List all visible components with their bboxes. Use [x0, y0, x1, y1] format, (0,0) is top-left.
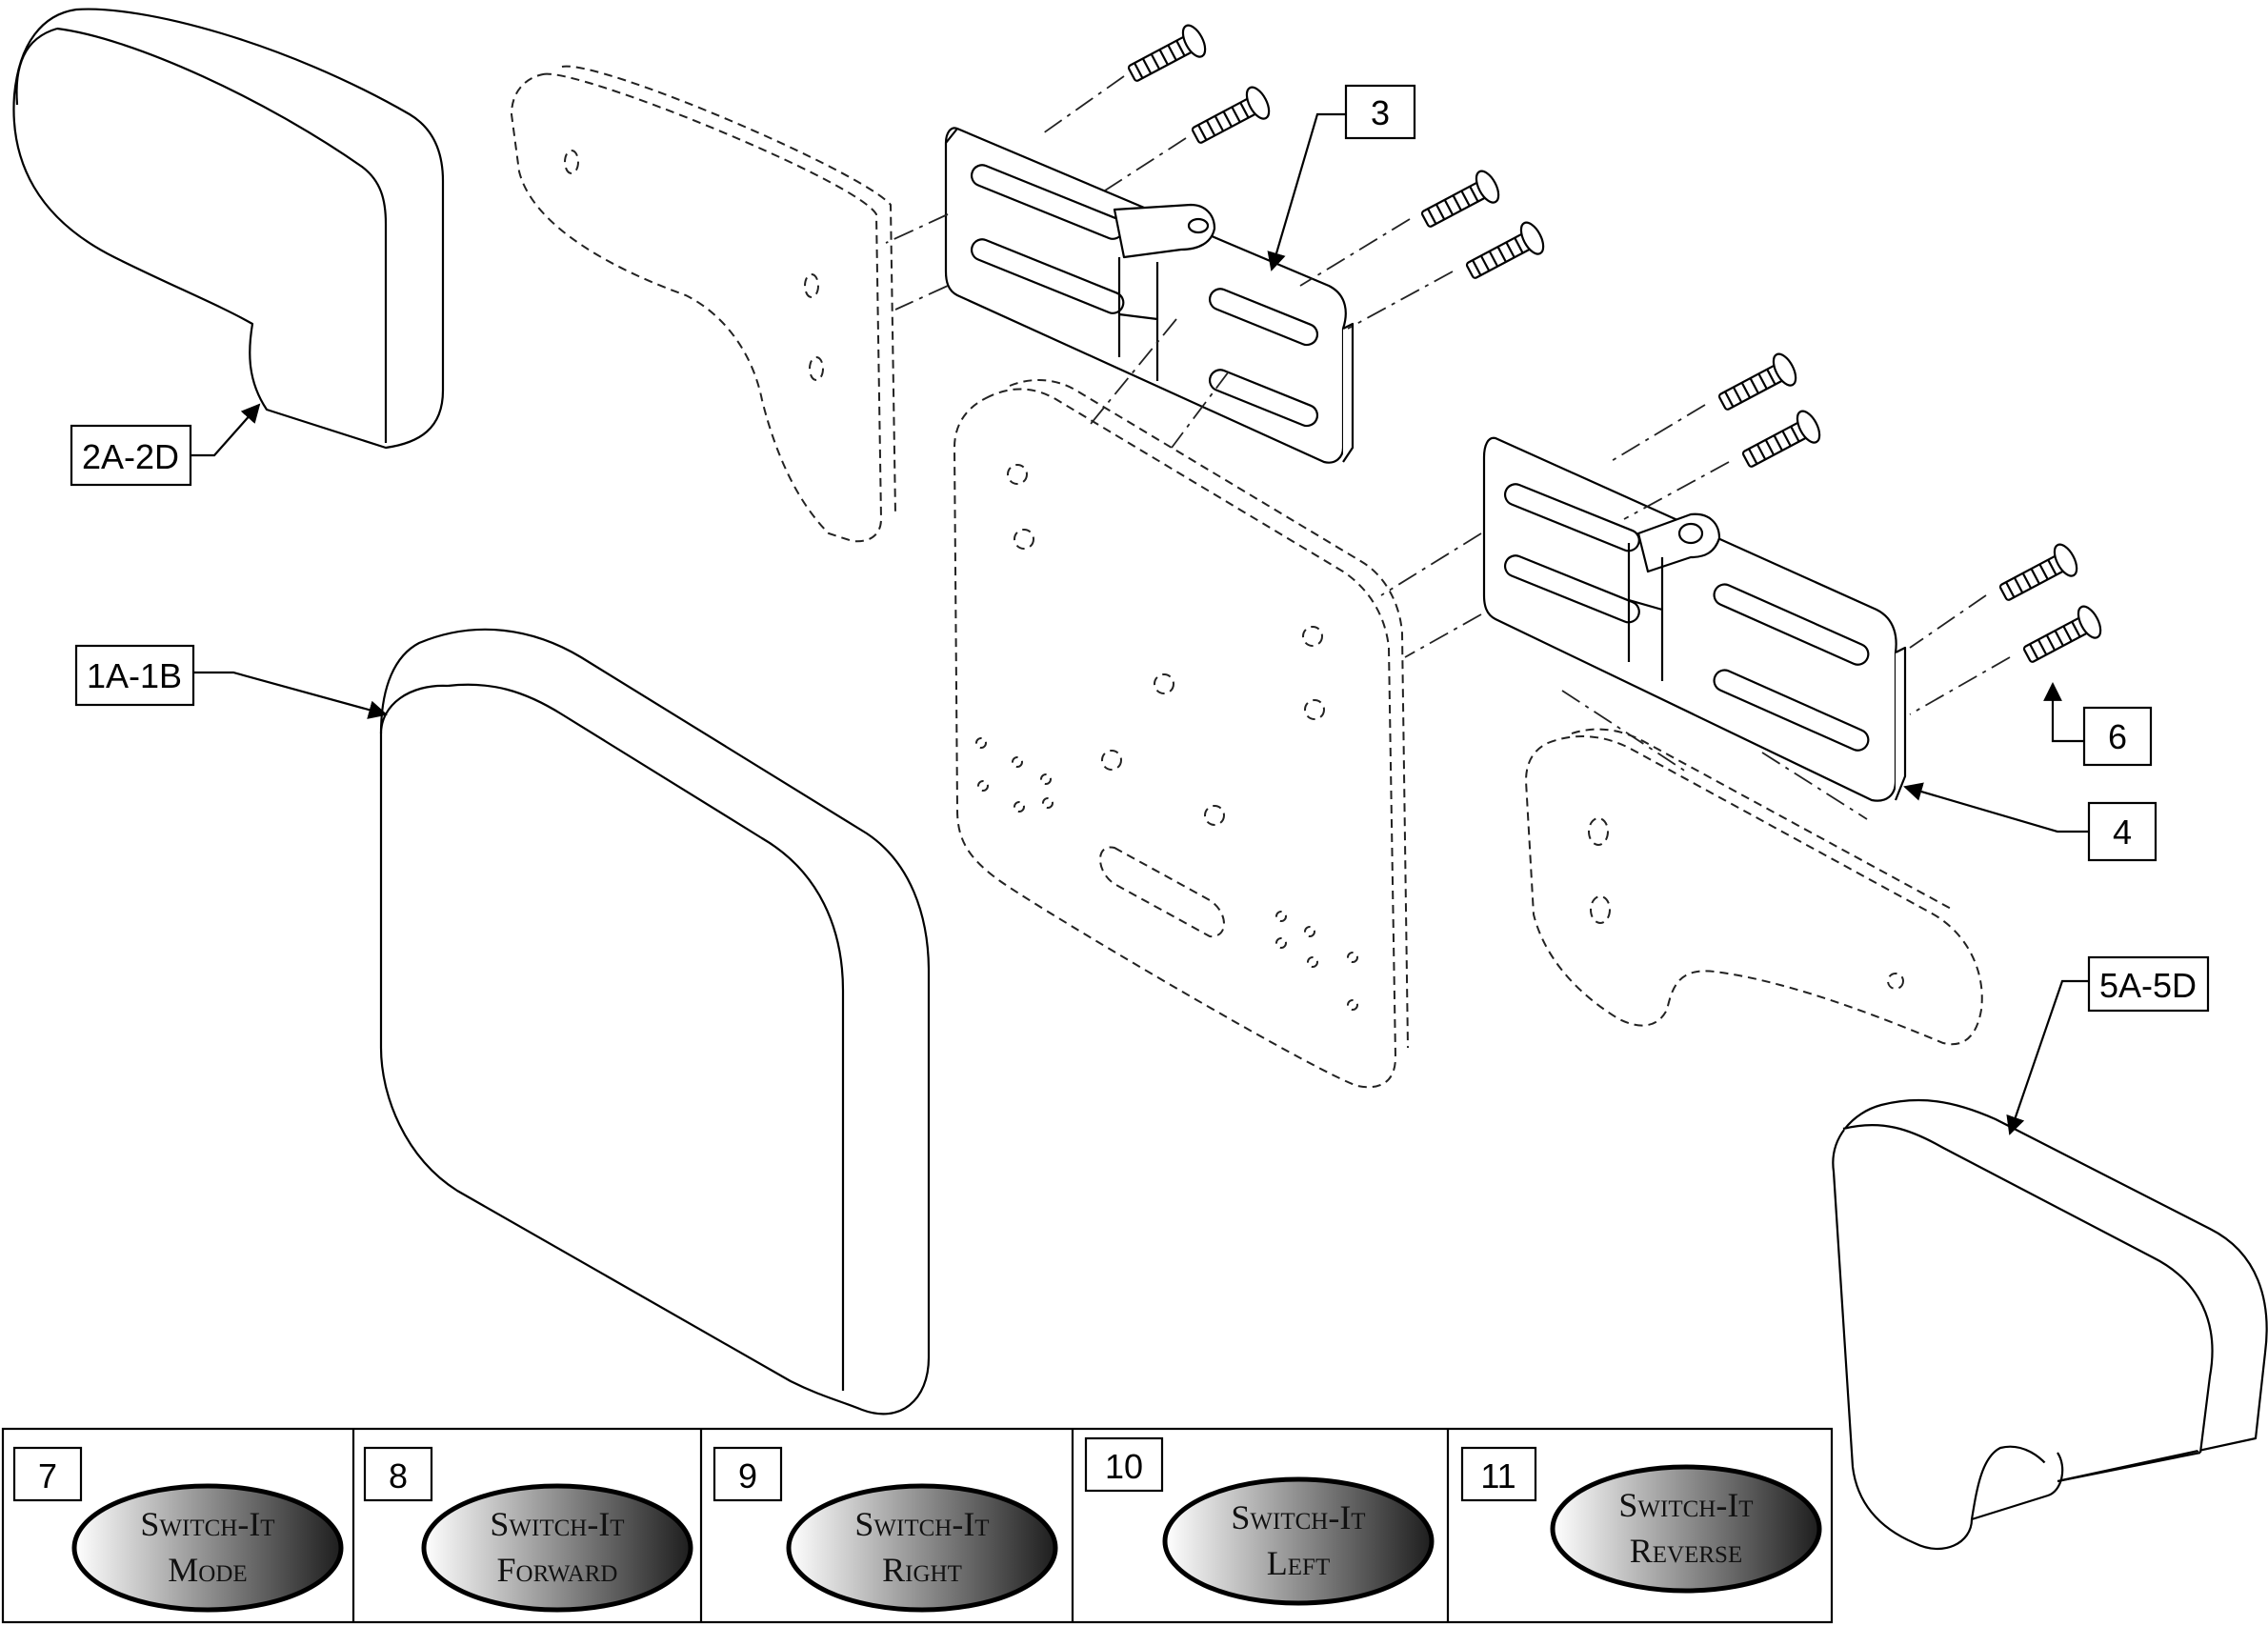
- screw: [1998, 543, 2078, 601]
- badge-line1: Switch-It: [1618, 1486, 1753, 1524]
- slotted-clamp-3: [944, 127, 1355, 464]
- switch-it-forward-badge: [421, 1483, 693, 1613]
- switch-it-mode-badge: [71, 1483, 344, 1613]
- callouts: 3 2A-2D 1A-1B 6 4 5A-5D: [70, 84, 2210, 1135]
- badge-line1: Switch-It: [854, 1505, 989, 1543]
- back-pad-1a-1b: [379, 628, 931, 1415]
- legend-number: 10: [1105, 1447, 1143, 1486]
- lateral-pad-5a-5d: [1832, 1098, 2268, 1551]
- callout-label-5a-5d: 5A-5D: [2099, 966, 2197, 1005]
- legend-cell-10: 10 Switch-It Left: [1084, 1436, 1435, 1606]
- legend-cell-9: 9 Switch-It Right: [713, 1446, 1058, 1613]
- switch-it-reverse-badge: [1550, 1464, 1822, 1594]
- hidden-bracket-top: [510, 65, 896, 543]
- assembly-center-lines: [885, 75, 2011, 820]
- hidden-center-plate: [953, 379, 1409, 1089]
- screw: [2022, 605, 2102, 663]
- slotted-clamp-4: [1482, 436, 1907, 802]
- callout-label-1a-1b: 1A-1B: [87, 656, 182, 695]
- badge-line2: Mode: [168, 1551, 247, 1589]
- badge-line2: Reverse: [1630, 1532, 1742, 1570]
- screw: [1741, 410, 1821, 468]
- screws-6: [1127, 24, 2102, 663]
- callout-label-3: 3: [1371, 93, 1390, 132]
- legend-number: 8: [389, 1456, 408, 1496]
- screw: [1127, 24, 1207, 82]
- screw: [1465, 221, 1545, 279]
- badge-line1: Switch-It: [490, 1505, 624, 1543]
- callout-box-3: [1344, 84, 1416, 140]
- callout-box-4: [2087, 801, 2158, 862]
- screw: [1420, 170, 1500, 228]
- badge-line2: Forward: [497, 1551, 618, 1589]
- callout-box-6: [2082, 706, 2153, 767]
- callout-label-4: 4: [2113, 813, 2132, 852]
- legend-cell-7: 7 Switch-It Mode: [12, 1446, 344, 1613]
- callout-box-2a-2d: [70, 424, 192, 487]
- switch-legend-table: 7 Switch-It Mode 8 Switch-It Forward 9 S…: [1, 1427, 1834, 1624]
- legend-number: 11: [1480, 1456, 1515, 1496]
- switch-it-right-badge: [786, 1483, 1058, 1613]
- badge-line1: Switch-It: [1231, 1498, 1365, 1536]
- legend-number: 9: [738, 1456, 757, 1496]
- callout-box-5a-5d: [2087, 955, 2210, 1013]
- screw: [1191, 86, 1271, 144]
- lateral-pad-2a-2d: [12, 8, 445, 450]
- legend-cell-11: 11 Switch-It Reverse: [1460, 1446, 1822, 1594]
- callout-label-2a-2d: 2A-2D: [82, 437, 179, 476]
- switch-it-left-badge: [1162, 1476, 1435, 1606]
- legend-cell-8: 8 Switch-It Forward: [363, 1446, 693, 1613]
- screw: [1717, 352, 1797, 411]
- callout-box-1a-1b: [74, 644, 195, 707]
- badge-line2: Right: [882, 1551, 962, 1589]
- hidden-bracket-bottom: [1524, 728, 1983, 1046]
- badge-line2: Left: [1267, 1544, 1330, 1582]
- legend-number: 7: [38, 1456, 57, 1496]
- callout-label-6: 6: [2108, 717, 2127, 756]
- badge-line1: Switch-It: [140, 1505, 274, 1543]
